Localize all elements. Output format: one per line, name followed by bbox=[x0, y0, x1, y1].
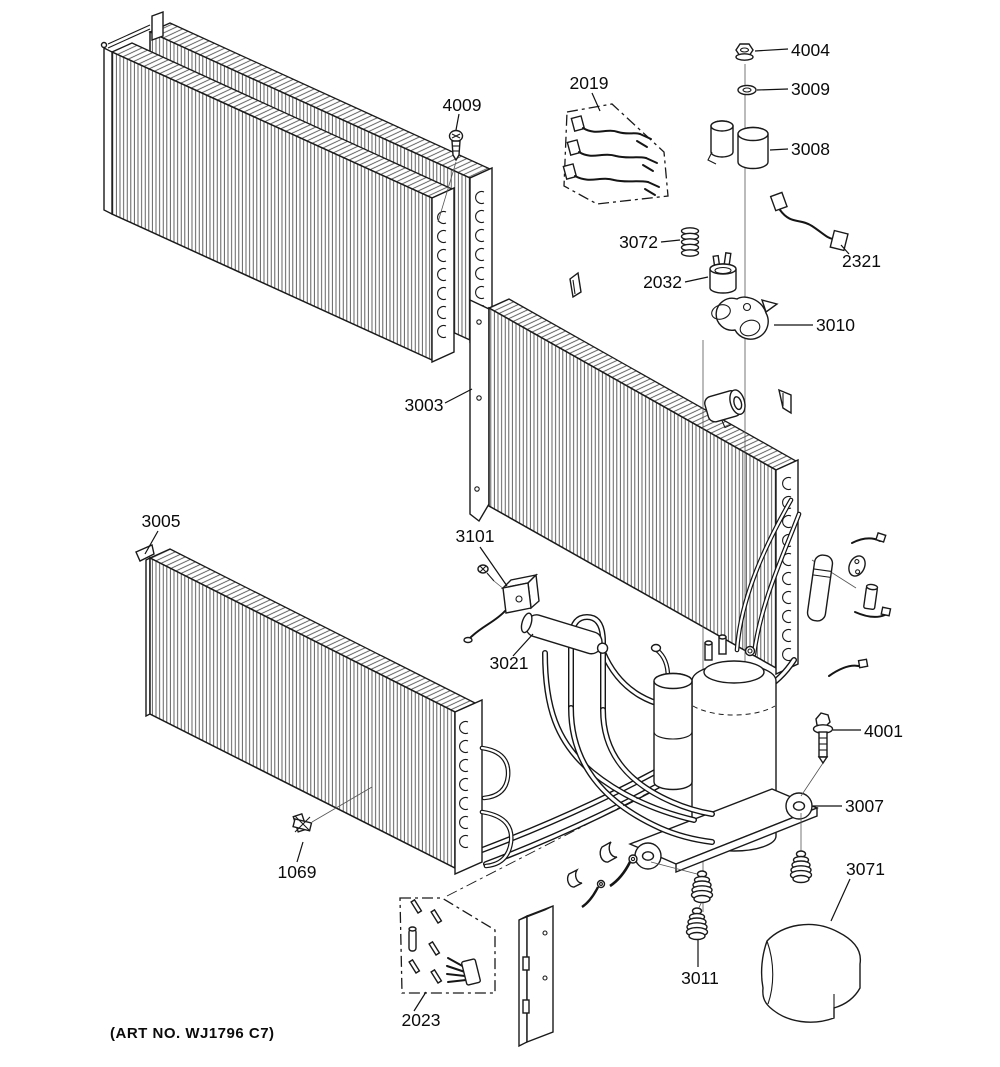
solenoid-3101 bbox=[463, 564, 540, 644]
nut-4004 bbox=[735, 43, 754, 61]
callout-3011: 3011 bbox=[681, 968, 719, 988]
callout-3005: 3005 bbox=[142, 511, 181, 531]
coil-return-bends-3005 bbox=[459, 720, 469, 849]
callout-3008: 3008 bbox=[791, 139, 830, 159]
callout-1069: 1069 bbox=[278, 862, 317, 882]
coil-return-bends-front bbox=[437, 210, 447, 339]
callout-2023: 2023 bbox=[402, 1010, 441, 1030]
callout-3072: 3072 bbox=[619, 232, 658, 252]
callout-labels: 4004 3009 3008 2019 4009 3072 2321 2032 … bbox=[142, 40, 903, 1030]
callout-2032: 2032 bbox=[643, 272, 682, 292]
rubber-bushing bbox=[704, 389, 746, 429]
art-number: (ART NO. WJ1796 C7) bbox=[110, 1025, 275, 1042]
callout-3010: 3010 bbox=[816, 315, 855, 335]
callout-3071: 3071 bbox=[846, 859, 885, 879]
overload-2032 bbox=[709, 251, 737, 294]
coil-slab-assembly bbox=[100, 11, 493, 364]
coil-top-bracket bbox=[151, 11, 164, 41]
leader-lines bbox=[144, 48, 861, 1012]
callout-4009: 4009 bbox=[443, 95, 482, 115]
harness-kit-2023 bbox=[399, 897, 496, 994]
wire-lead-2321 bbox=[769, 191, 849, 252]
compressor-3007 bbox=[628, 634, 819, 874]
harness-kit-2019 bbox=[562, 103, 669, 205]
bolt-4001 bbox=[800, 712, 834, 797]
refrigerant-tubes-front bbox=[542, 613, 715, 845]
coil-3005 bbox=[135, 544, 514, 876]
callout-3009: 3009 bbox=[791, 79, 830, 99]
clip-1069 bbox=[292, 786, 373, 833]
callout-3021: 3021 bbox=[490, 653, 529, 673]
screw-4009 bbox=[437, 129, 464, 223]
callout-4004: 4004 bbox=[791, 40, 830, 60]
spring-3072 bbox=[680, 227, 700, 257]
terminal-cover-3008 bbox=[707, 120, 769, 170]
wedge-clip-small bbox=[569, 271, 582, 299]
callout-2019: 2019 bbox=[570, 73, 609, 93]
callout-3007: 3007 bbox=[845, 796, 884, 816]
callout-3101: 3101 bbox=[456, 526, 495, 546]
callout-3003: 3003 bbox=[405, 395, 444, 415]
callout-4001: 4001 bbox=[864, 721, 903, 741]
wedge-clip-right bbox=[778, 388, 792, 415]
accumulator bbox=[653, 672, 693, 791]
reversing-valve-3021 bbox=[520, 612, 609, 655]
washer-3009 bbox=[737, 84, 757, 96]
mounting-plate-3010 bbox=[711, 296, 779, 340]
coil-3003 bbox=[469, 298, 799, 676]
sound-wrap-3071 bbox=[760, 923, 862, 1023]
tube-clamps-and-sensors bbox=[446, 792, 649, 908]
callout-2321: 2321 bbox=[842, 251, 881, 271]
grommets-3011 bbox=[650, 813, 813, 941]
drier-and-sensors bbox=[806, 532, 892, 677]
side-panel bbox=[518, 904, 554, 1048]
